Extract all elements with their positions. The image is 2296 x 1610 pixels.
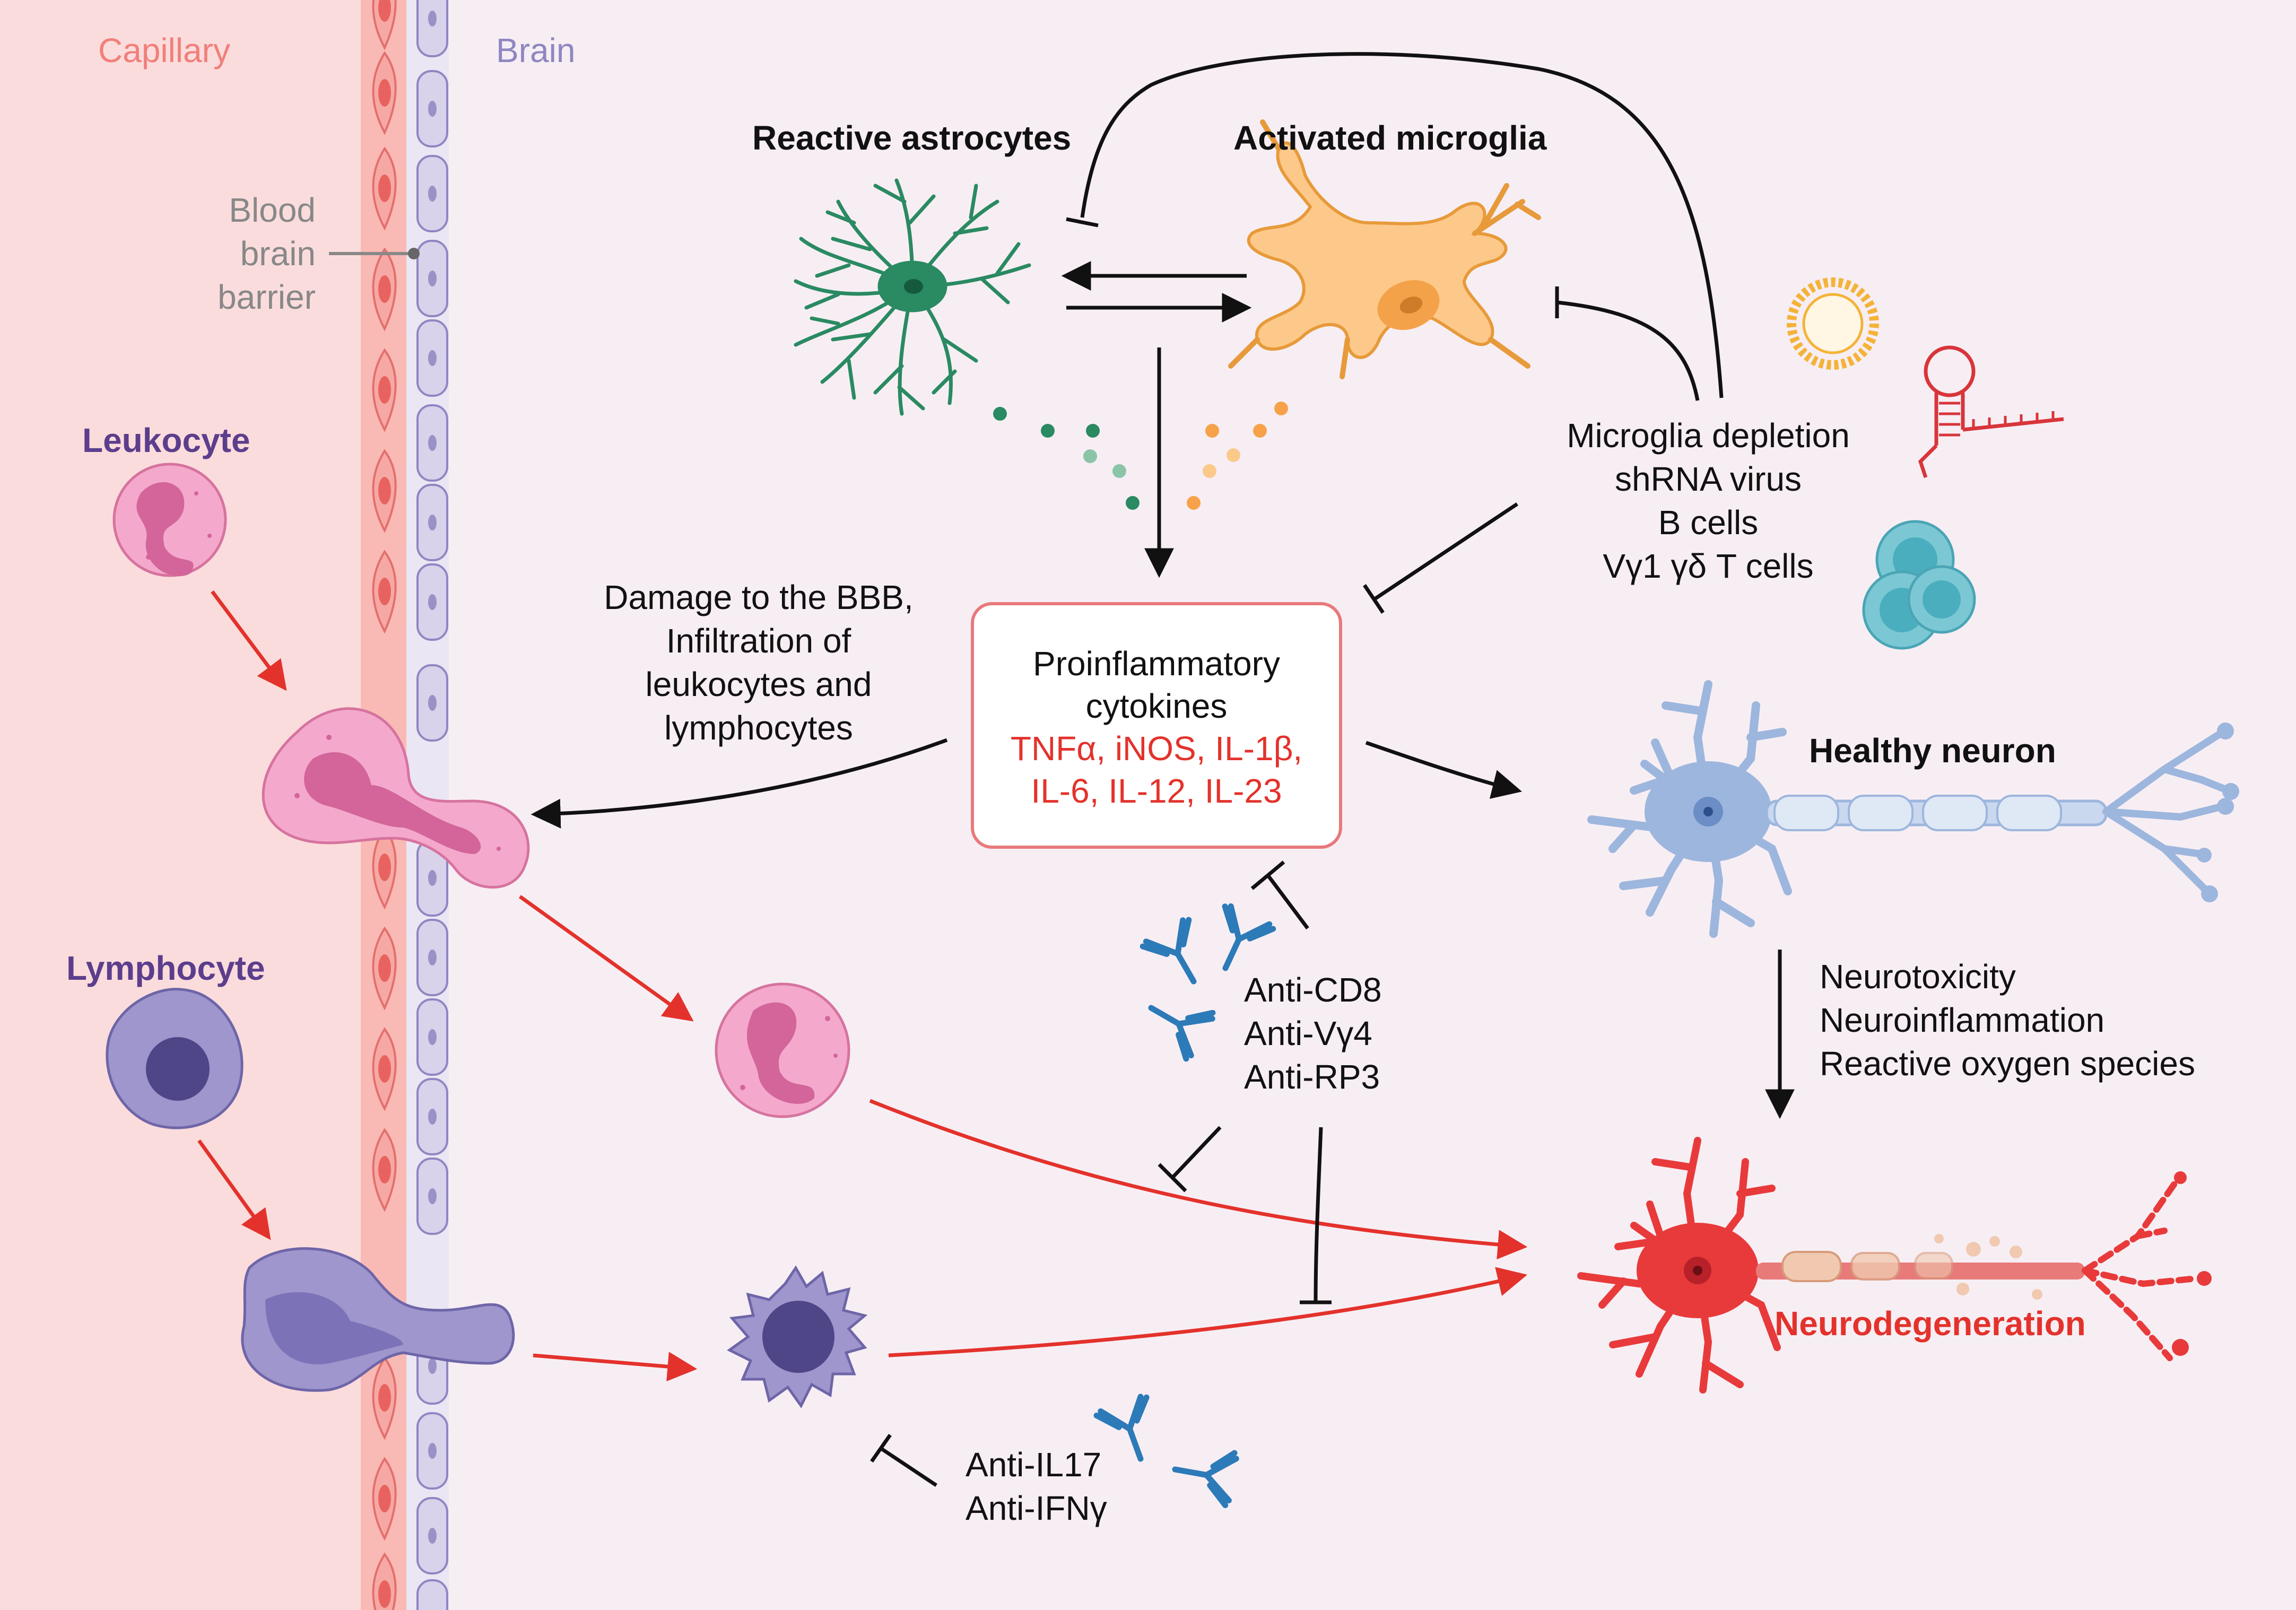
astro-microglia-arrows [1061,261,1252,323]
lymphocyte-label: Lymphocyte [66,949,265,987]
antibodies-1-label: Anti-CD8 Anti-Vγ4 Anti-RP3 [1244,971,1382,1096]
shrna-icon [1918,345,2064,478]
microglia-cell [1228,119,1541,379]
astrocytes-label: Reactive astrocytes [752,119,1072,157]
cytokine-arrows [530,738,1795,1119]
interventions-label: Microglia depletion shRNA virus B cells … [1567,416,1850,585]
astrocyte-cell [794,178,1031,416]
microglia-label: Activated microglia [1233,119,1547,157]
effects-label: Neurotoxicity Neuroinflammation Reactive… [1820,958,2195,1083]
cytokines-list-1: TNFα, iNOS, IL-1β, [1010,729,1303,768]
antibody-inhibition-lines [870,860,1332,1487]
antibodies-2-label: Anti-IL17 Anti-IFNγ [966,1446,1107,1527]
cytokines-box: Proinflammatory cytokines TNFα, iNOS, IL… [971,602,1342,849]
liposome-icon [1787,277,1879,370]
leukocyte-label: Leukocyte [82,421,250,459]
lymphocyte-brain [727,1265,868,1408]
leukocyte-brain [715,982,850,1118]
neurodegeneration-label: Neurodegeneration [1775,1304,2086,1343]
cytokines-title-1: Proinflammatory [1033,645,1280,683]
bbb-damage-label: Damage to the BBB, Infiltration of leuko… [604,578,914,747]
healthy-neuron [1587,680,2239,938]
inhibition-lines-top [1066,52,1724,614]
cytokines-title-2: cytokines [1085,687,1228,725]
infiltration-arrows [197,590,1528,1382]
leukocyte-transmigrating [262,707,530,889]
degenerating-neuron [1577,1137,2212,1394]
healthy-neuron-label: Healthy neuron [1809,732,2056,770]
brain-label: Brain [496,31,576,69]
bbb-label: Blood brain barrier [218,191,316,316]
secreted-particles [993,402,1288,510]
b-cells-icon [1862,520,1976,650]
lymphocyte-cell [106,988,243,1129]
lymphocyte-transmigrating [241,1247,515,1392]
bbb-pointer [329,248,420,259]
capillary-label: Capillary [98,31,230,69]
leukocyte-cell [112,463,227,577]
cytokines-list-2: IL-6, IL-12, IL-23 [1031,772,1282,810]
